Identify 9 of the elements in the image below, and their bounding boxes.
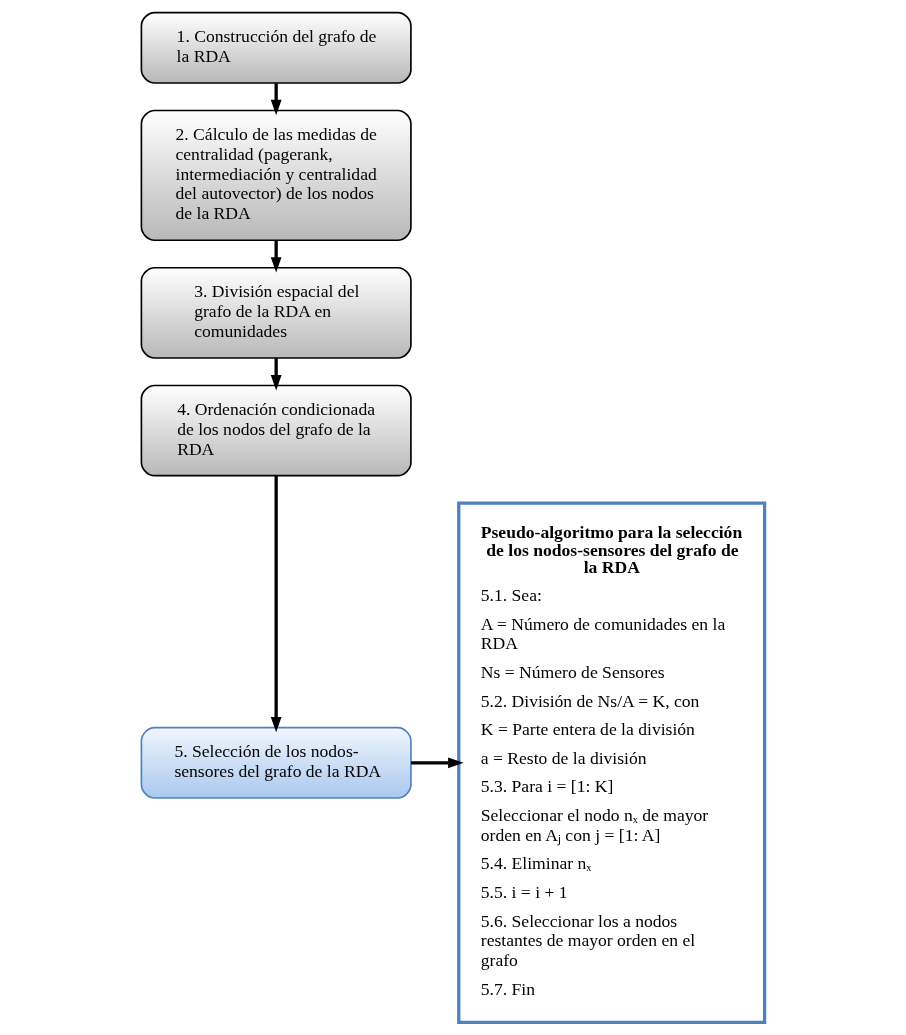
node-box: 3. División espacial del grafo de la RDA en comunidades: [140, 266, 412, 359]
arrow: [270, 475, 282, 733]
arrow: [411, 757, 464, 769]
node-box: 4. Ordenación condicionada de los nodos del grafo de la RDA: [140, 384, 412, 477]
node-box: 5. Selección de los nodos-sensores del grafo de la RDA: [140, 726, 412, 799]
node-box: Pseudo-algoritmo para la selección de los nodos-sensores del grafo de la RDA 5.1. Sea: A = Número de comunidades en la RDA Ns = Número de Sensores 5.2. División de Ns/A = K, con K = Parte entera de la división a = Resto de la división 5.3. Para i = [1: K] Seleccionar el nodo nₓ de mayor orden en Aⱼ con j = [1: A] 5.4. Eliminar nₓ 5.5. i = i + 1 5.6. Seleccionar los a nodos restantes de mayor orden en el grafo 5.7. Fin: [457, 501, 767, 1025]
arrow: [270, 358, 282, 391]
node-box: 2. Cálculo de las medidas de centralidad (pagerank, intermediación y centralidad del autovector) de los nodos de la RDA: [140, 109, 412, 242]
node-box: 1. Construcción del grafo de la RDA: [140, 11, 412, 84]
